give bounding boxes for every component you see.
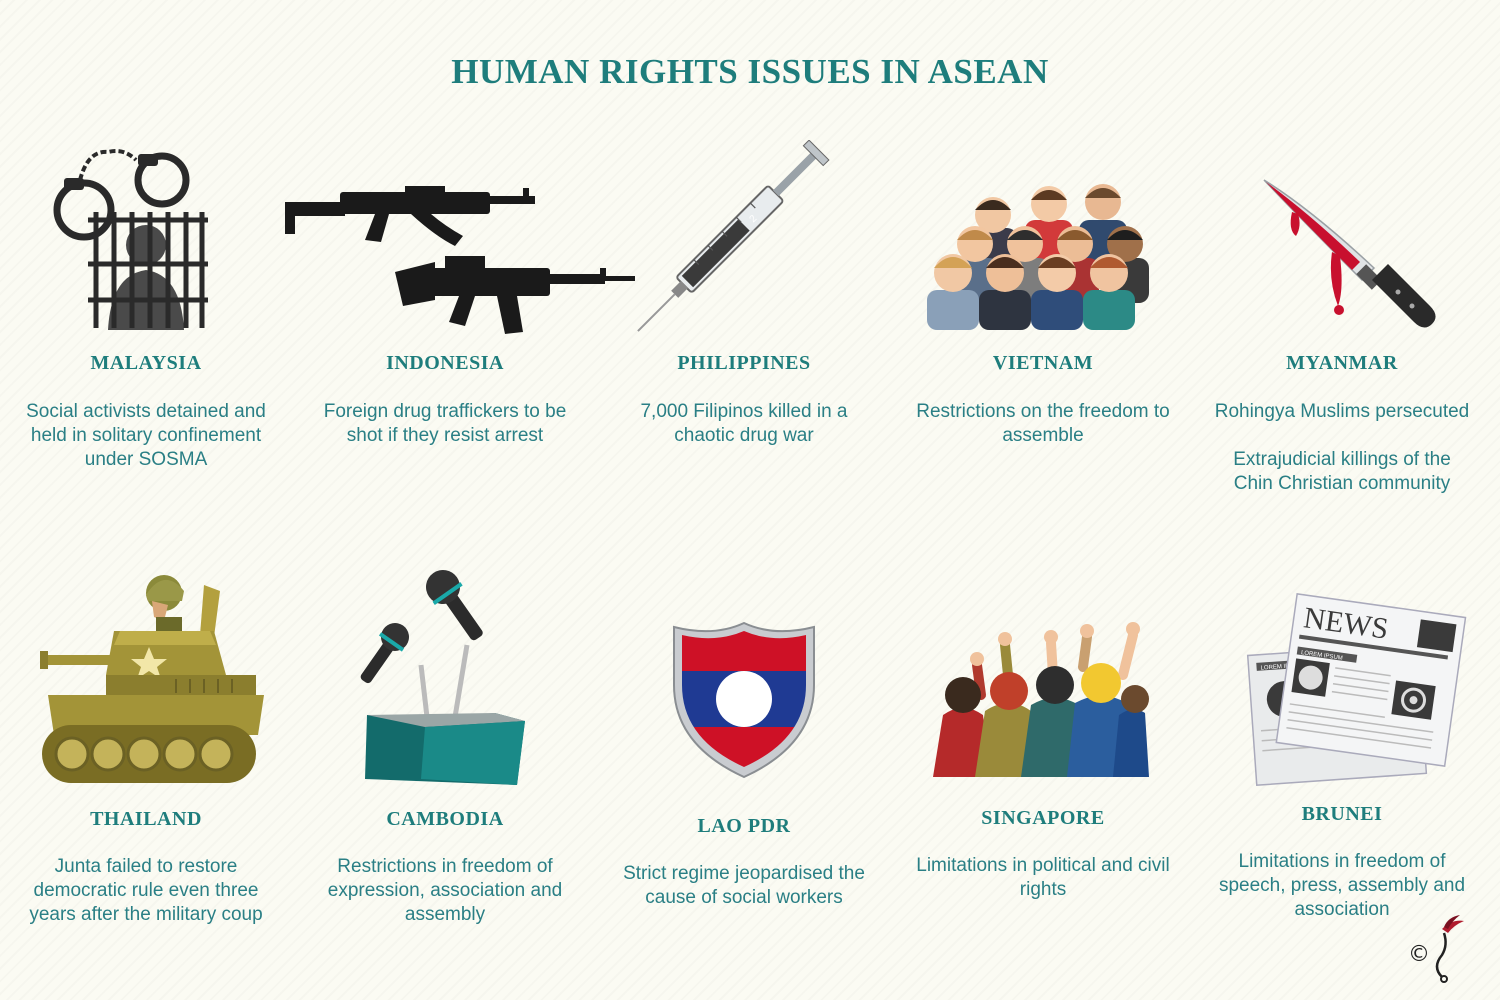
issue-brunei: Limitations in freedom of speech, press,… bbox=[1218, 851, 1466, 920]
country-name-myanmar: MYANMAR bbox=[1286, 352, 1398, 374]
country-name-philippines: PHILIPPINES bbox=[677, 352, 811, 374]
tank-icon bbox=[0, 565, 296, 783]
country-name-lao-pdr: LAO PDR bbox=[697, 815, 791, 837]
country-name-vietnam: VIETNAM bbox=[992, 352, 1094, 374]
newspaper-icon: LOREM IPSUM NEWS LOREM IPSUM bbox=[1192, 565, 1492, 786]
rifles-icon bbox=[285, 140, 635, 340]
page-title: HUMAN RIGHTS ISSUES IN ASEAN bbox=[451, 52, 1049, 91]
crowd-icon bbox=[893, 140, 1193, 340]
syringe-icon: 2 bbox=[594, 140, 894, 340]
issue-philippines: 7,000 Filipinos killed in a chaotic drug… bbox=[640, 401, 848, 446]
newspaper-lorem-2: LOREM IPSUM bbox=[1260, 663, 1302, 672]
publisher-logo: © bbox=[1408, 915, 1468, 985]
issue-vietnam: Restrictions on the freedom to assemble bbox=[916, 401, 1170, 446]
bloody-knife-icon bbox=[1192, 140, 1492, 340]
protesters-icon bbox=[893, 565, 1193, 777]
issue-singapore: Limitations in political and civil right… bbox=[916, 855, 1170, 900]
country-name-malaysia: MALAYSIA bbox=[90, 352, 202, 374]
country-name-indonesia: INDONESIA bbox=[386, 352, 504, 374]
issue-myanmar-2: Extrajudicial killings of the Chin Chris… bbox=[1233, 449, 1451, 494]
lao-flag-shield-icon bbox=[594, 565, 894, 779]
country-name-singapore: SINGAPORE bbox=[981, 807, 1105, 829]
newspaper-lorem: LOREM IPSUM bbox=[1301, 650, 1343, 662]
issue-myanmar-1: Rohingya Muslims persecuted bbox=[1214, 401, 1470, 422]
microphones-podium-icon bbox=[295, 565, 595, 785]
myanmar-issues: Rohingya Muslims persecuted Extrajudicia… bbox=[1212, 400, 1472, 496]
country-name-brunei: BRUNEI bbox=[1301, 803, 1383, 825]
copyright-symbol: © bbox=[1408, 942, 1430, 967]
handcuffs-prison-icon bbox=[0, 140, 296, 340]
issue-malaysia: Social activists detained and held in so… bbox=[26, 401, 266, 470]
issue-indonesia: Foreign drug traffickers to be shot if t… bbox=[323, 401, 567, 446]
issue-thailand: Junta failed to restore democratic rule … bbox=[29, 856, 263, 925]
country-name-thailand: THAILAND bbox=[90, 808, 202, 830]
issue-lao-pdr: Strict regime jeopardised the cause of s… bbox=[623, 863, 865, 908]
country-name-cambodia: CAMBODIA bbox=[386, 808, 504, 830]
issue-cambodia: Restrictions in freedom of expression, a… bbox=[327, 856, 563, 925]
